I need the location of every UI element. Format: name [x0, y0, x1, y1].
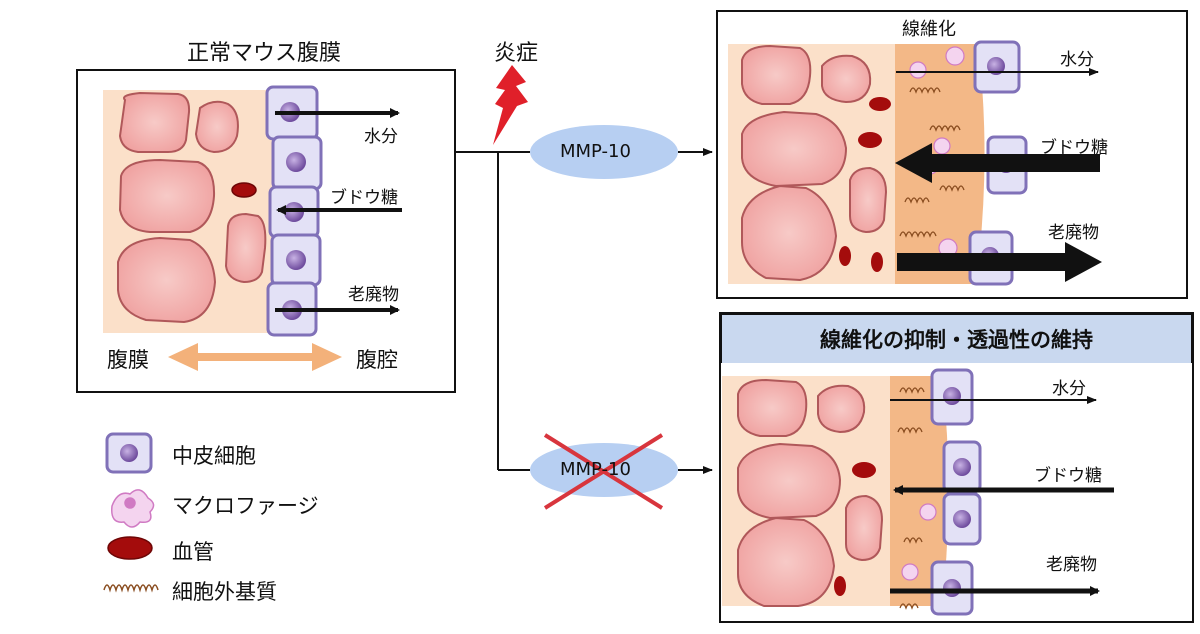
blood-vessel: [231, 182, 257, 198]
legend-macrophage-label: マクロファージ: [172, 494, 319, 518]
mesothelial-layer: [930, 368, 982, 616]
tissue-cells: [737, 378, 884, 607]
normal-water-label: 水分: [364, 127, 398, 147]
normal-glucose-label: ブドウ糖: [330, 188, 398, 208]
normal-title: 正常マウス腹膜: [187, 41, 342, 66]
fibrosis-title: 線維化: [902, 19, 956, 40]
legend-vessel-icon: [107, 536, 153, 560]
tissue-cells: [117, 91, 267, 324]
fibrosis-panel: [716, 10, 1188, 299]
blocked-cross-icon: [543, 433, 664, 510]
preserved-waste-label: 老廃物: [1046, 555, 1097, 575]
normal-waste-label: 老廃物: [348, 285, 399, 305]
ecm-coils: [899, 87, 965, 238]
legend-macrophage-icon: [111, 489, 155, 528]
legend-vessel-label: 血管: [172, 540, 214, 564]
ecm-coils: [897, 387, 925, 610]
legend-ecm-icon: [103, 584, 159, 593]
mmp10-label: MMP-10: [560, 141, 631, 162]
fibrosis-glucose-label: ブドウ糖: [1040, 138, 1108, 158]
glucose-arrow-large: [895, 143, 1100, 183]
tissue-cells: [741, 44, 888, 282]
preserved-header: 線維化の抑制・透過性の維持: [720, 313, 1193, 363]
double-arrow: [168, 343, 342, 371]
preserved-glucose-label: ブドウ糖: [1034, 466, 1102, 486]
legend-ecm-label: 細胞外基質: [172, 580, 277, 604]
legend: [103, 432, 159, 593]
mmp10-blocked-label: MMP-10: [560, 459, 631, 480]
macrophages: [901, 503, 937, 581]
legend-mesothelial-label: 中皮細胞: [172, 444, 256, 468]
lightning-icon: [493, 65, 528, 145]
inflammation-label: 炎症: [494, 41, 539, 66]
preserved-panel: [719, 312, 1194, 623]
preserved-water-label: 水分: [1052, 379, 1086, 399]
cavity-label: 腹腔: [356, 348, 398, 372]
mmp10-ellipse: [530, 125, 678, 179]
peritoneum-label: 腹膜: [107, 348, 149, 372]
waste-arrow-large: [897, 242, 1102, 282]
normal-panel: [76, 69, 456, 393]
fibrosis-waste-label: 老廃物: [1048, 223, 1099, 243]
connector-lines: [455, 148, 713, 474]
fibrosis-water-label: 水分: [1060, 50, 1094, 70]
